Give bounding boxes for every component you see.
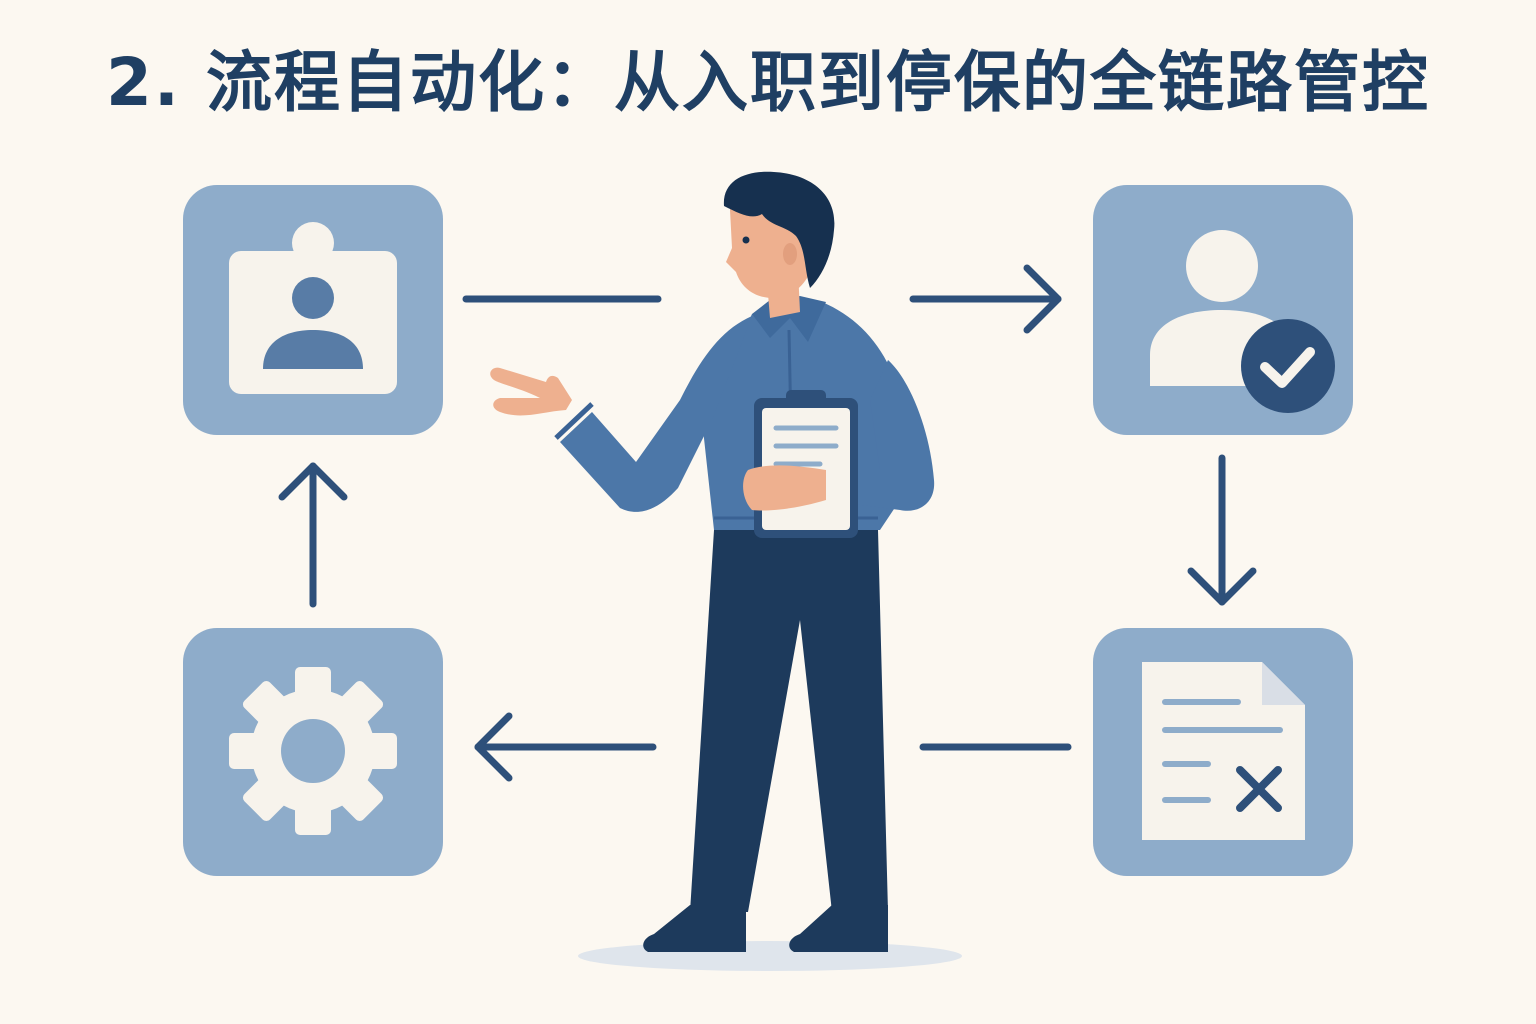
connector-right: [1187, 454, 1257, 606]
arrow-up-icon: [278, 462, 348, 501]
gear-icon: [229, 667, 397, 835]
arrow-down-icon: [1187, 567, 1257, 606]
verified-tile: [1093, 185, 1353, 435]
user-check-icon: [1150, 230, 1335, 413]
connector-left: [278, 462, 348, 608]
onboarding-tile: [183, 185, 443, 435]
automation-tile: [183, 628, 443, 876]
connector-bottom: [474, 712, 1072, 782]
arrow-right-icon: [1023, 264, 1062, 334]
clipboard-icon: [754, 390, 858, 538]
id-badge-icon: [229, 222, 397, 394]
arrow-left-icon: [474, 712, 513, 782]
page-title: 2. 流程自动化：从入职到停保的全链路管控: [106, 44, 1430, 121]
presenter-figure: [490, 171, 962, 971]
connector-top: [462, 264, 1062, 334]
termination-tile: [1093, 628, 1353, 876]
document-cancel-icon: [1142, 662, 1305, 840]
